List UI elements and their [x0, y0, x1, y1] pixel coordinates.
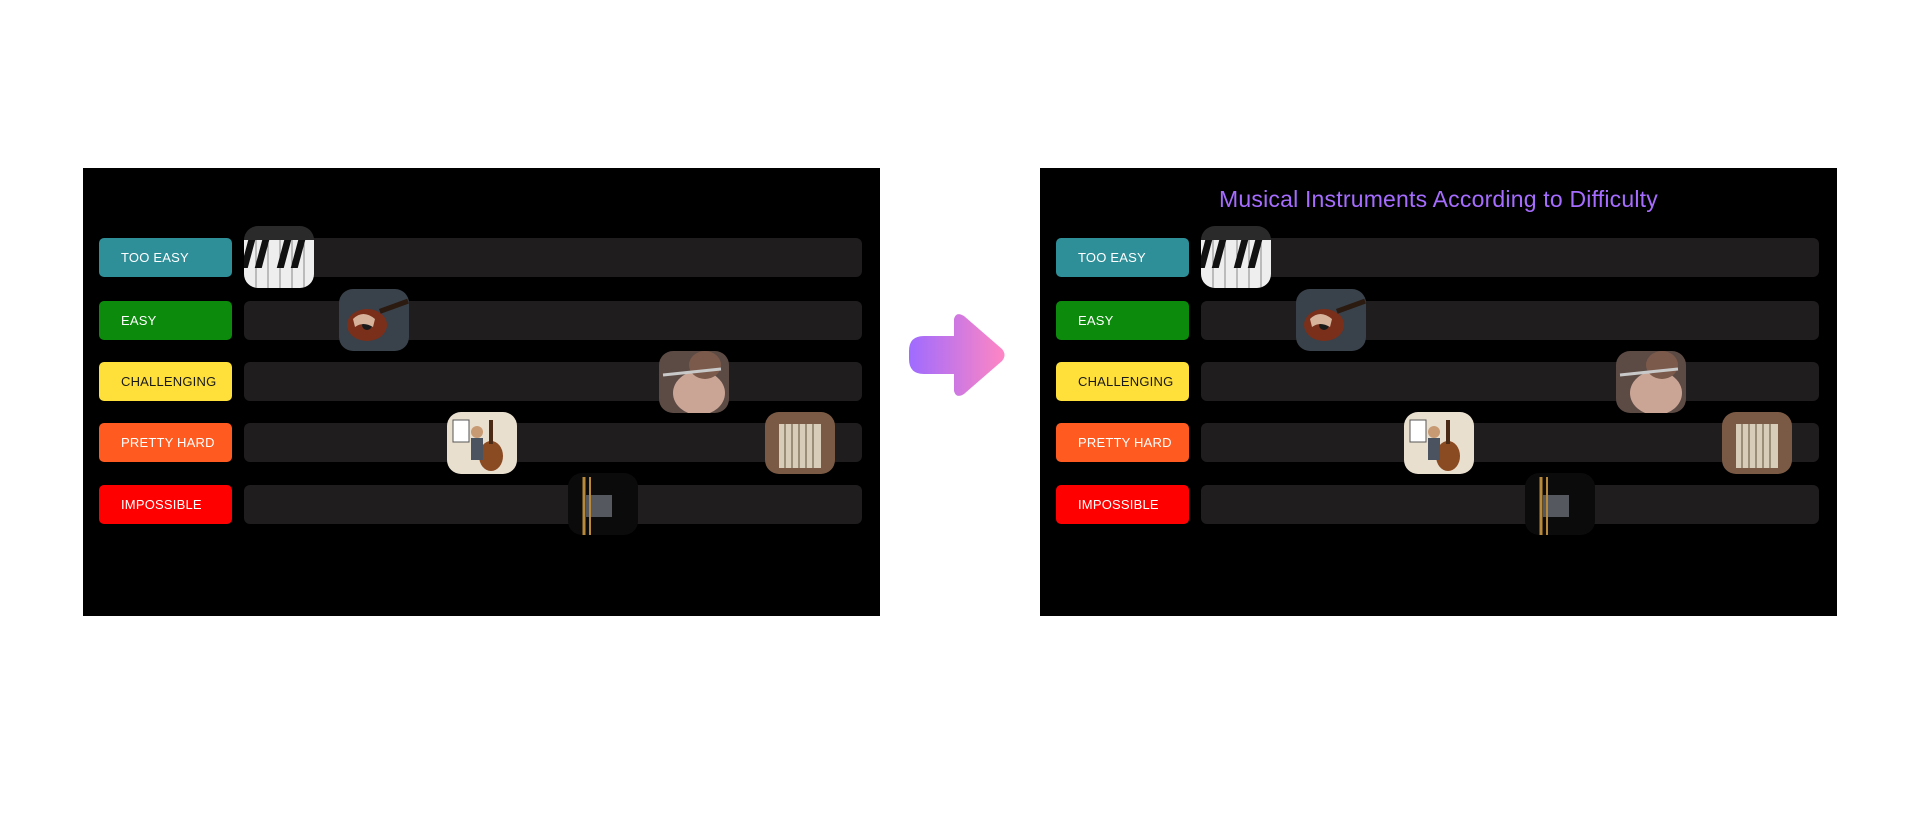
trombone-icon[interactable]	[568, 473, 638, 535]
slide-after: Musical Instruments According to Difficu…	[1040, 168, 1837, 616]
guitar-icon[interactable]	[339, 289, 409, 351]
trombone-icon[interactable]	[1525, 473, 1595, 535]
tier-track-impossible	[244, 485, 862, 524]
tier-track-pretty-hard	[1201, 423, 1819, 462]
cello-icon[interactable]	[447, 412, 517, 474]
tier-label-challenging: CHALLENGING	[99, 362, 232, 401]
slide-title: Musical Instruments According to Difficu…	[1219, 186, 1658, 212]
flute-icon[interactable]	[659, 351, 729, 413]
tier-label-impossible: IMPOSSIBLE	[1056, 485, 1189, 524]
accordion-icon[interactable]	[1722, 412, 1792, 474]
slide-before: TOO EASY EASY CHALLENGING PRETTY HARD IM…	[83, 168, 880, 616]
tier-track-too-easy	[244, 238, 862, 277]
accordion-icon[interactable]	[765, 412, 835, 474]
tier-label-too-easy: TOO EASY	[99, 238, 232, 277]
tier-label-easy: EASY	[99, 301, 232, 340]
tier-label-impossible: IMPOSSIBLE	[99, 485, 232, 524]
tier-track-challenging	[1201, 362, 1819, 401]
tier-track-easy	[244, 301, 862, 340]
tier-label-pretty-hard: PRETTY HARD	[99, 423, 232, 462]
cello-icon[interactable]	[1404, 412, 1474, 474]
tier-label-too-easy: TOO EASY	[1056, 238, 1189, 277]
piano-icon[interactable]	[1201, 226, 1271, 288]
tier-track-easy	[1201, 301, 1819, 340]
arrow-right-icon	[909, 314, 1005, 396]
tier-track-impossible	[1201, 485, 1819, 524]
tier-label-pretty-hard: PRETTY HARD	[1056, 423, 1189, 462]
tier-label-easy: EASY	[1056, 301, 1189, 340]
tier-track-pretty-hard	[244, 423, 862, 462]
guitar-icon[interactable]	[1296, 289, 1366, 351]
tier-track-too-easy	[1201, 238, 1819, 277]
flute-icon[interactable]	[1616, 351, 1686, 413]
tier-track-challenging	[244, 362, 862, 401]
piano-icon[interactable]	[244, 226, 314, 288]
tier-label-challenging: CHALLENGING	[1056, 362, 1189, 401]
